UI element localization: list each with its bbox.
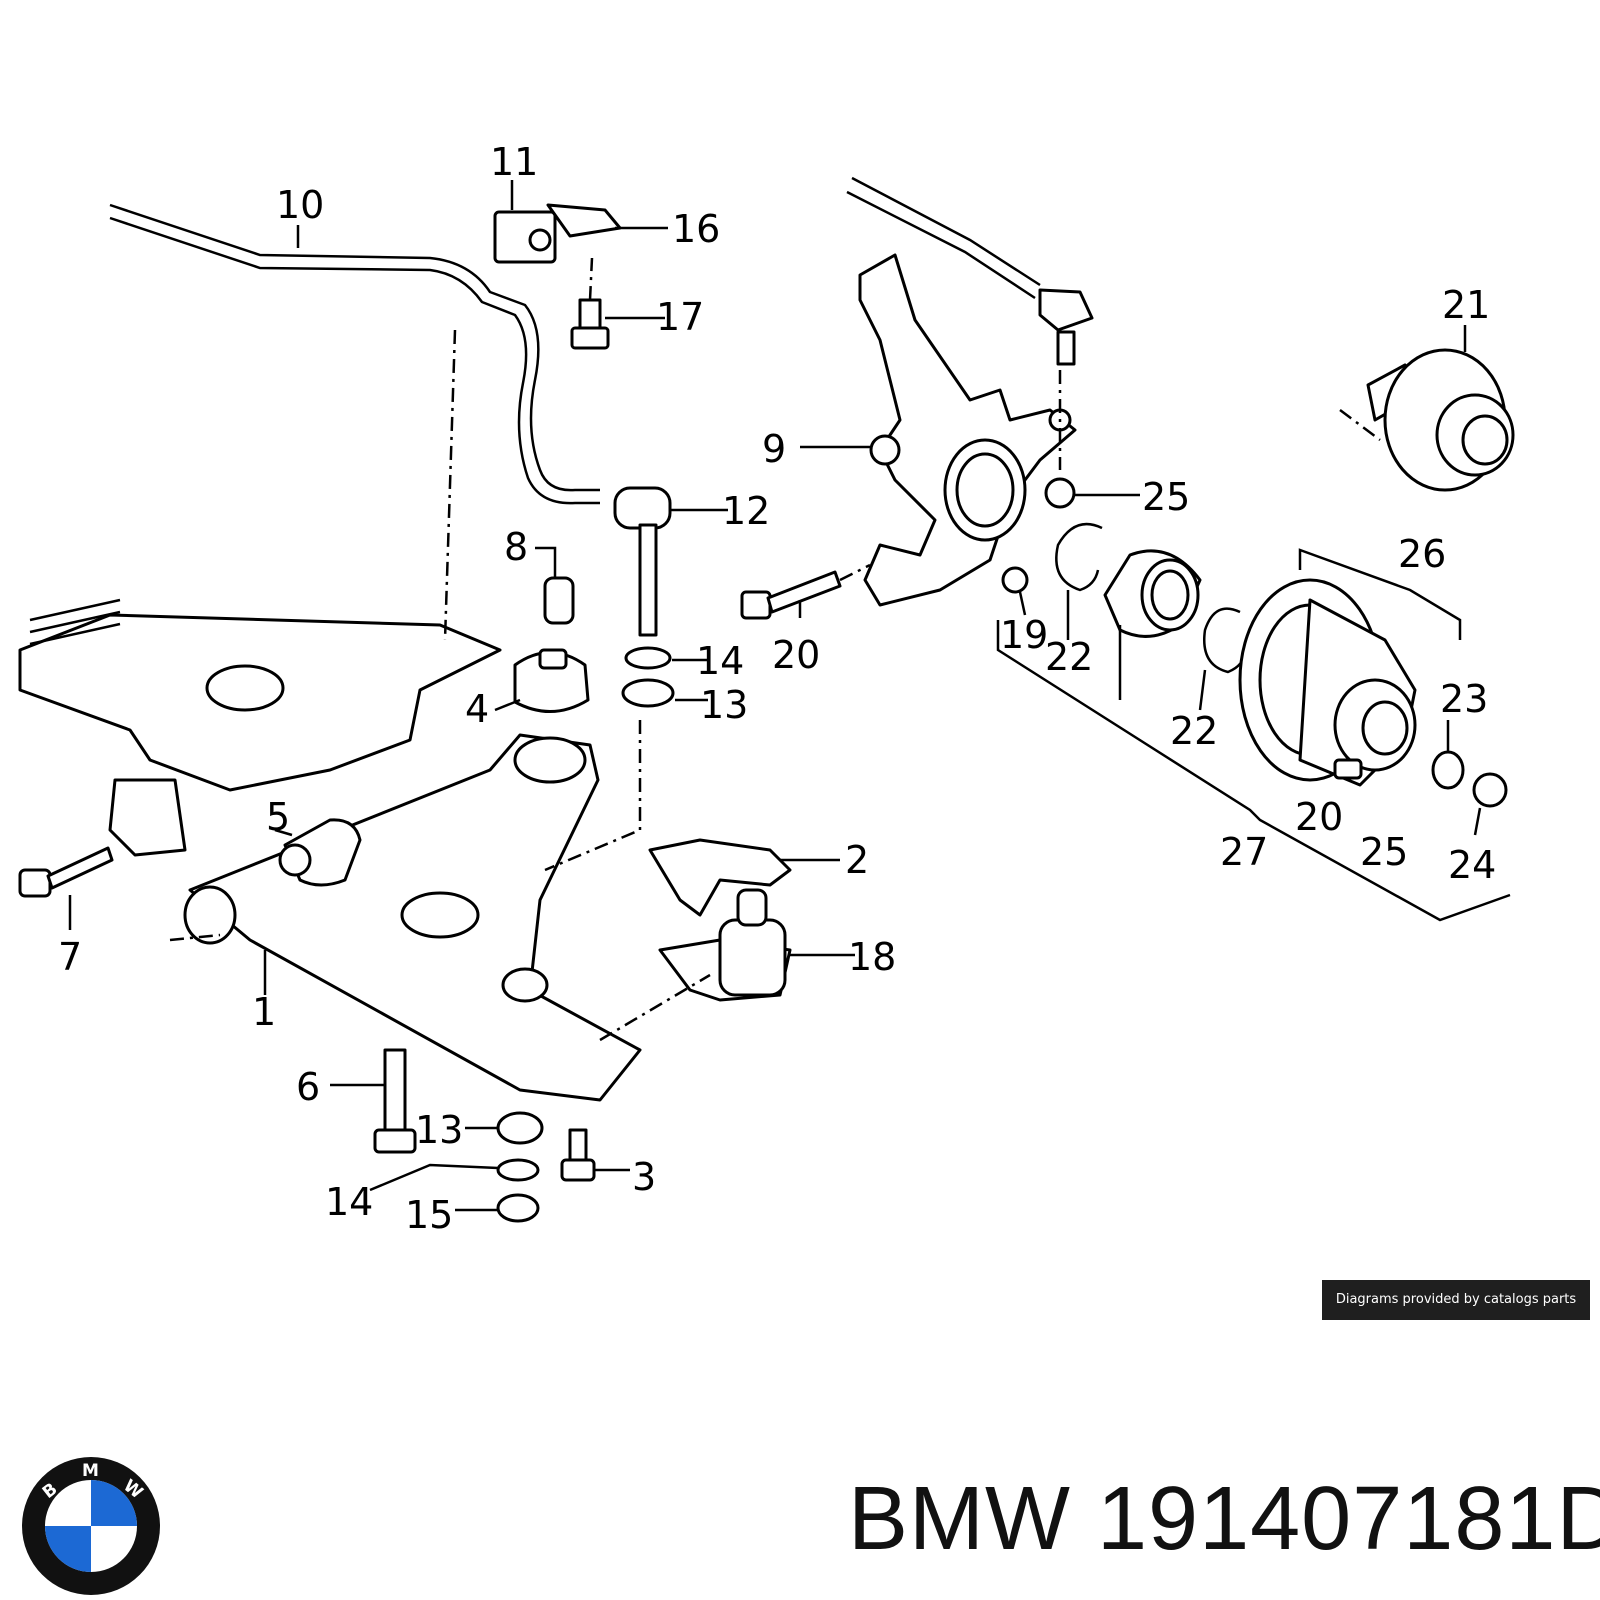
callout-15: 15 (405, 1193, 453, 1237)
stop-buffer (543, 576, 575, 625)
callout-3: 3 (632, 1155, 656, 1199)
callout-25-upper: 25 (1142, 475, 1190, 519)
callout-22-outer: 22 (1045, 635, 1093, 679)
callout-22-inner: 22 (1170, 709, 1218, 753)
assembly-line (1339, 409, 1381, 441)
bolt-6 (373, 1048, 417, 1154)
callout-11: 11 (490, 140, 538, 184)
assembly-line (588, 257, 594, 301)
callout-5: 5 (266, 795, 290, 839)
callout-14-lower: 14 (325, 1180, 373, 1224)
bmw-logo: B M W (22, 1457, 160, 1595)
callout-20-hub: 20 (1295, 795, 1343, 839)
callout-9: 9 (762, 427, 786, 471)
nut-25-upper (1044, 477, 1076, 509)
callout-10: 10 (276, 183, 324, 227)
leader-lines (68, 180, 1482, 1212)
nut-24 (1472, 772, 1508, 808)
rubber-13-lower (496, 1111, 544, 1145)
ball-joint (658, 888, 792, 1002)
svg-text:M: M (82, 1461, 99, 1481)
hub-assembly-26 (1238, 578, 1417, 787)
washer-14-lower (496, 1158, 540, 1182)
group-bracket-27 (996, 620, 1511, 922)
part-caption: BMW 191407181D (848, 1468, 1600, 1571)
callout-23: 23 (1440, 677, 1488, 721)
bolt-20 (740, 570, 842, 620)
bolt-7 (18, 846, 114, 898)
subframe-bracket (108, 778, 187, 857)
clamp-bracket (546, 203, 622, 238)
rubber-13-upper (621, 678, 675, 708)
assembly-line (443, 329, 457, 641)
callout-25-lower: 25 (1360, 830, 1408, 874)
rubber-mount (513, 651, 590, 713)
callout-27: 27 (1220, 830, 1268, 874)
callout-6: 6 (296, 1065, 320, 1109)
callout-17: 17 (656, 295, 704, 339)
stabilizer-link (613, 486, 672, 637)
assembly-line (544, 720, 642, 872)
callout-1: 1 (252, 990, 276, 1034)
callout-13-lower: 13 (415, 1108, 463, 1152)
assembly-line (839, 563, 871, 582)
callout-20-knuckle: 20 (772, 633, 820, 677)
callout-19: 19 (1000, 613, 1048, 657)
circlip-22-inner (1203, 607, 1247, 674)
nut-15 (496, 1193, 540, 1223)
nut-19 (1001, 566, 1029, 594)
wheel-hub-21 (1366, 348, 1515, 492)
bolt-3 (560, 1128, 596, 1182)
callout-14-upper: 14 (696, 639, 744, 683)
bolt-20-hub (1333, 758, 1363, 780)
callout-13-upper: 13 (700, 683, 748, 727)
tie-rod (851, 176, 1041, 287)
circlip-22-outer (1055, 522, 1103, 592)
stabilizer-bar (109, 203, 600, 492)
callout-8: 8 (504, 525, 528, 569)
part-number: 191407181D (1096, 1469, 1600, 1569)
callout-26: 26 (1398, 532, 1446, 576)
brand-name: BMW (848, 1469, 1071, 1569)
callout-7: 7 (58, 935, 82, 979)
washer-23 (1431, 750, 1465, 790)
mounting-plate (648, 838, 792, 917)
callout-24: 24 (1448, 843, 1496, 887)
diagram-credit-badge: Diagrams provided by catalogs parts (1322, 1280, 1590, 1320)
callout-18: 18 (848, 935, 896, 979)
callout-16: 16 (672, 207, 720, 251)
bolt-17 (570, 298, 610, 350)
assembly-line (599, 973, 711, 1042)
group-bracket-26 (1298, 548, 1462, 640)
callout-12: 12 (722, 489, 770, 533)
assembly-line (169, 933, 221, 942)
callout-4: 4 (465, 687, 489, 731)
callout-21: 21 (1442, 283, 1490, 327)
wheel-bearing (1103, 549, 1202, 638)
callout-2: 2 (845, 838, 869, 882)
washer-14-upper (624, 646, 672, 670)
